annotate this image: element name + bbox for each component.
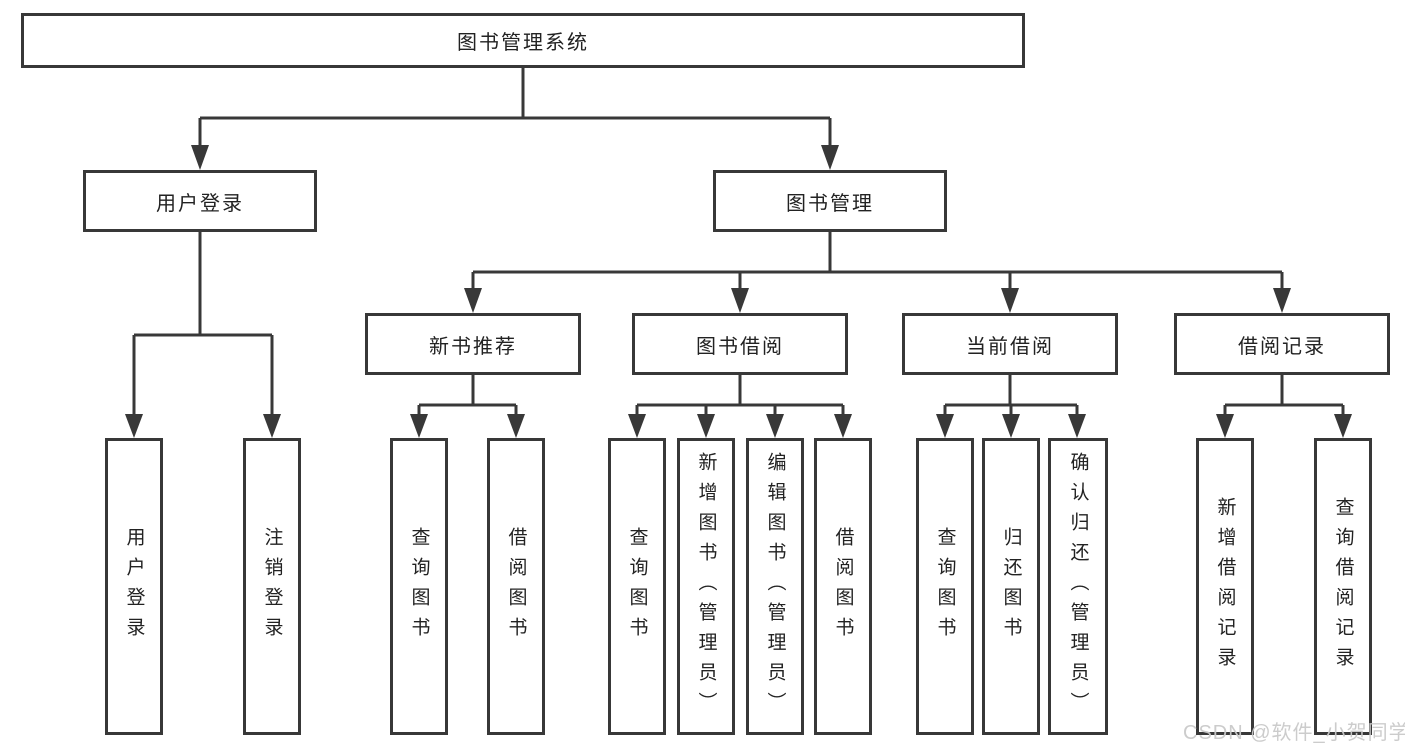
arrowhead-br-query-record — [1334, 414, 1352, 438]
leaf-nb-borrow-books: 借阅图书 — [487, 438, 545, 735]
arrowhead-bb-edit-books — [766, 414, 784, 438]
leaf-cb-confirm-return-admin-label: 确认归还（管理员） — [1067, 451, 1089, 722]
connector-borrow-records-to-leaves — [1216, 375, 1352, 438]
arrowhead-cb-return-books — [1002, 414, 1020, 438]
leaf-bb-borrow-books-label: 借阅图书 — [832, 526, 854, 647]
arrowhead-bb-add-books — [697, 414, 715, 438]
arrowhead-nb-borrow-books — [507, 414, 525, 438]
leaf-cb-query-books: 查询图书 — [916, 438, 974, 735]
leaf-cb-confirm-return-admin: 确认归还（管理员） — [1048, 438, 1108, 735]
leaf-user-login-label: 用户登录 — [123, 526, 145, 647]
leaf-bb-query-books: 查询图书 — [608, 438, 666, 735]
connector-user-login-to-leaves — [125, 232, 281, 438]
leaf-bb-edit-books-admin-label: 编辑图书（管理员） — [764, 451, 786, 722]
arrowhead-nb-query-books — [410, 414, 428, 438]
leaf-user-login: 用户登录 — [105, 438, 163, 735]
connector-new-book-recommend-to-leaves — [410, 375, 525, 438]
node-new-book-recommend-label: 新书推荐 — [429, 335, 517, 358]
connector-book-borrow-to-leaves — [628, 375, 852, 438]
leaf-nb-borrow-books-label: 借阅图书 — [505, 526, 527, 647]
arrowhead-br-add-record — [1216, 414, 1234, 438]
node-library-management-system-label: 图书管理系统 — [457, 32, 589, 54]
arrowhead-current-borrow — [1001, 288, 1019, 313]
node-current-borrow-label: 当前借阅 — [966, 335, 1054, 358]
node-library-management-system: 图书管理系统 — [21, 13, 1025, 68]
leaf-bb-query-books-label: 查询图书 — [626, 526, 648, 647]
connector-root-to-level2 — [191, 67, 839, 170]
leaf-cb-query-books-label: 查询图书 — [934, 526, 956, 647]
arrowhead-new-book-recommend — [464, 288, 482, 313]
arrowhead-book-borrow — [731, 288, 749, 313]
node-borrow-records-label: 借阅记录 — [1238, 335, 1326, 358]
arrowhead-bb-borrow-books — [834, 414, 852, 438]
leaf-bb-add-books-admin-label: 新增图书（管理员） — [695, 451, 717, 722]
leaf-cb-return-books-label: 归还图书 — [1000, 526, 1022, 647]
node-book-borrow-label: 图书借阅 — [696, 335, 784, 358]
arrowhead-book-management — [821, 145, 839, 170]
arrowhead-bb-query-books — [628, 414, 646, 438]
leaf-cb-return-books: 归还图书 — [982, 438, 1040, 735]
arrowhead-cb-query-books — [936, 414, 954, 438]
arrowhead-borrow-records — [1273, 288, 1291, 313]
node-book-management: 图书管理 — [713, 170, 947, 232]
leaf-bb-edit-books-admin: 编辑图书（管理员） — [746, 438, 804, 735]
node-book-management-label: 图书管理 — [786, 192, 874, 215]
leaf-br-query-record: 查询借阅记录 — [1314, 438, 1372, 735]
connector-current-borrow-to-leaves — [936, 375, 1086, 438]
node-current-borrow: 当前借阅 — [902, 313, 1118, 375]
leaf-br-query-record-label: 查询借阅记录 — [1332, 496, 1354, 677]
leaf-bb-borrow-books: 借阅图书 — [814, 438, 872, 735]
csdn-watermark: CSDN @软件_小贺同学 — [1183, 722, 1405, 744]
node-new-book-recommend: 新书推荐 — [365, 313, 581, 375]
leaf-nb-query-books: 查询图书 — [390, 438, 448, 735]
arrowhead-leaf-logout — [263, 414, 281, 438]
node-user-login: 用户登录 — [83, 170, 317, 232]
connector-book-management-to-level3 — [464, 232, 1291, 313]
leaf-br-add-record: 新增借阅记录 — [1196, 438, 1254, 735]
arrowhead-user-login — [191, 145, 209, 170]
leaf-nb-query-books-label: 查询图书 — [408, 526, 430, 647]
node-borrow-records: 借阅记录 — [1174, 313, 1390, 375]
arrowhead-leaf-user-login — [125, 414, 143, 438]
leaf-logout-label: 注销登录 — [261, 526, 283, 647]
node-user-login-label: 用户登录 — [156, 192, 244, 215]
leaf-br-add-record-label: 新增借阅记录 — [1214, 496, 1236, 677]
arrowhead-cb-confirm-return — [1068, 414, 1086, 438]
leaf-bb-add-books-admin: 新增图书（管理员） — [677, 438, 735, 735]
node-book-borrow: 图书借阅 — [632, 313, 848, 375]
leaf-logout: 注销登录 — [243, 438, 301, 735]
